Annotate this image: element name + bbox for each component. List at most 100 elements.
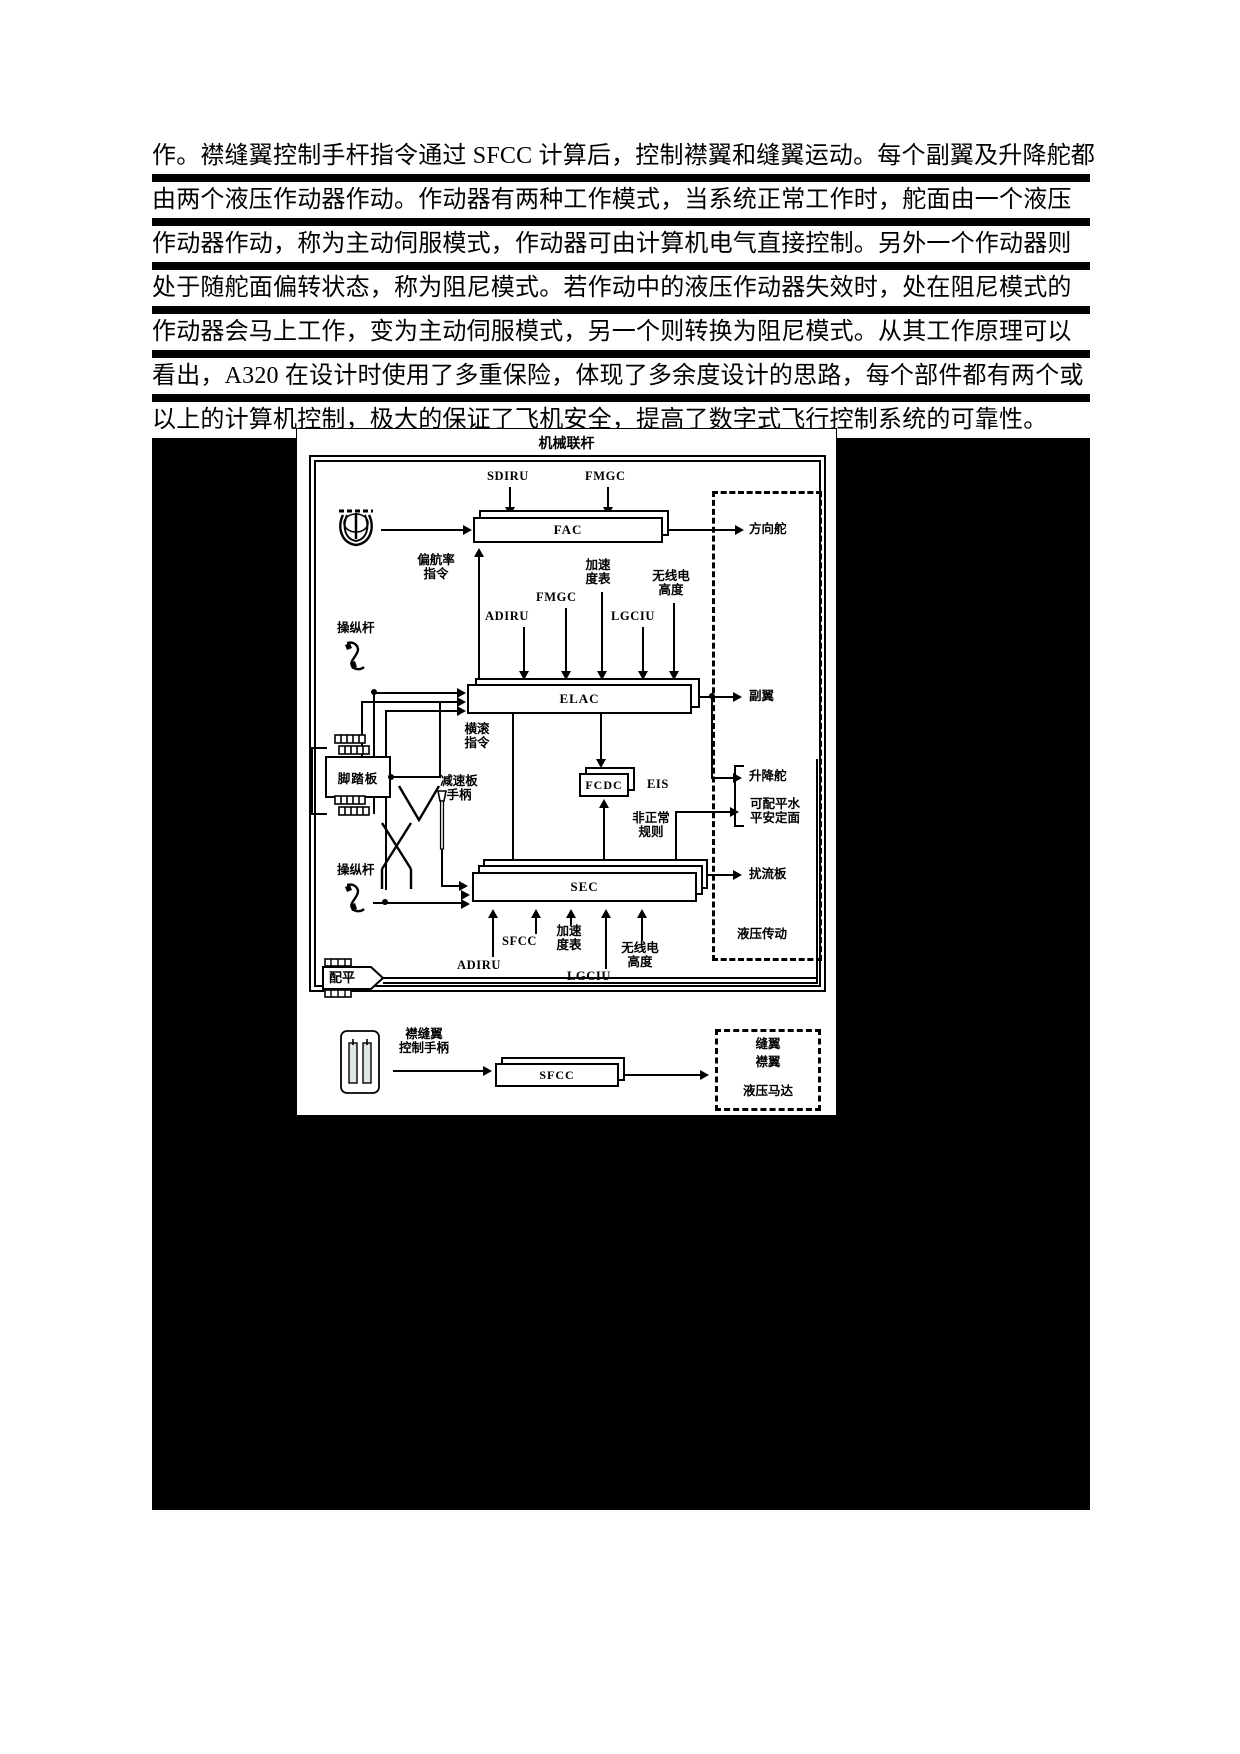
wire-lgciu-elac (642, 627, 644, 673)
label-lgciu-sec: LGCIU (567, 969, 611, 983)
arrow-head-accel-sec (566, 909, 576, 918)
arrow-head-fcdc-in (596, 759, 606, 768)
pedal-icon-top (334, 734, 370, 755)
wire-fac-to-rudder (669, 529, 739, 531)
slat-flap-dashed-box (715, 1029, 821, 1111)
text-line: 由两个液压作动器作动。作动器有两种工作模式，当系统正常工作时，舵面由一个液压 (152, 182, 1090, 218)
label-sfcc-sec: SFCC (502, 934, 538, 948)
rudder-pedals-box[interactable]: 脚踏板 (325, 756, 391, 798)
arrow-head-sec-in3 (461, 899, 470, 909)
elevator-ths-bracket (734, 765, 744, 827)
arrow-head-fmgc-elac (561, 671, 571, 680)
label-accelerometer-elac: 加速 度表 (585, 557, 611, 586)
mechanical-linkage-frame-outer (309, 455, 826, 992)
label-hydraulic-motor: 液压马达 (742, 1083, 793, 1098)
label-sdiru-fac: SDIRU (487, 469, 529, 483)
wire-speedbrake-h (441, 885, 463, 887)
fcdc-box[interactable]: FCDC (579, 773, 629, 797)
arrow-head-elac-in2 (457, 697, 466, 707)
text-line: 看出，A320 在设计时使用了多重保险，体现了多余度设计的思路，每个部件都有两个… (152, 358, 1090, 394)
label-flap-slat-control-lever: 襟缝翼 控制手柄 (398, 1026, 449, 1055)
label-lgciu-elac: LGCIU (611, 609, 655, 623)
black-field-bottom (152, 1116, 1090, 1510)
junction-stick1 (371, 689, 377, 695)
label-roll-command: 横滚 指令 (464, 721, 490, 750)
label-flap: 襟翼 (755, 1054, 781, 1069)
arrow-line-fmgc-fac (607, 487, 609, 509)
wire-radioalt-elac (673, 603, 675, 673)
label-fmgc-fac: FMGC (585, 469, 626, 483)
crossover-link-icon (380, 822, 413, 889)
arrow-head-yawrate (474, 548, 484, 557)
wire-elac-in2 (361, 701, 459, 703)
elac-box[interactable]: ELAC (467, 684, 692, 714)
text-line: 作。襟缝翼控制手杆指令通过 SFCC 计算后，控制襟翼和缝翼运动。每个副翼及升降… (152, 138, 1095, 174)
text-band (152, 306, 1090, 314)
text-band (152, 262, 1090, 270)
wire-pedals-out (391, 776, 441, 778)
arrow-head-stick1-elac (457, 688, 466, 698)
wire-sec-to-fcdc (603, 807, 605, 872)
arrow-head-lever-to-sfcc (483, 1066, 492, 1076)
wire-trim-riser (816, 759, 818, 982)
wire-pedals-up (439, 701, 441, 777)
hydraulic-drive-dashed-box (712, 491, 822, 961)
wire-stick1-drop (373, 692, 375, 814)
wire-stick1-to-elac (373, 692, 459, 694)
label-aileron: 副翼 (749, 688, 775, 703)
arrow-head-spoiler (733, 870, 742, 880)
wire-wheel-to-fac (381, 529, 465, 531)
text-line: 作动器作动，称为主动伺服模式，作动器可由计算机电气直接控制。另外一个作动器则 (152, 226, 1090, 262)
wire-sfcc-sec (535, 917, 537, 934)
label-elevator: 升降舵 (749, 768, 787, 783)
wire-radioalt-sec (641, 917, 643, 941)
arrow-head-accel-elac (597, 671, 607, 680)
label-trimmable-horizontal-stabilizer: 可配平水 平安定面 (749, 796, 800, 825)
label-trim: 配平 (329, 971, 356, 986)
sidestick-icon-upper (345, 641, 365, 671)
arrow-head-fcdc-from-sec (599, 799, 609, 808)
label-fmgc-elac: FMGC (536, 590, 577, 604)
arrow-head-radioalt-elac (669, 671, 679, 680)
text-line: 处于随舵面偏转状态，称为阻尼模式。若作动中的液压作动器失效时，处在阻尼模式的 (152, 270, 1090, 306)
wire-accel-sec (570, 917, 572, 925)
sidestick-icon-lower (345, 883, 365, 913)
arrow-head-sec-in2 (461, 890, 470, 900)
wire-elac-in3 (385, 710, 459, 712)
sec-box[interactable]: SEC (472, 872, 697, 902)
wire-lgciu-sec (605, 917, 607, 969)
junction-stick2 (382, 899, 388, 905)
arrow-head-elevator (733, 773, 742, 783)
text-band (152, 218, 1090, 226)
label-spoiler: 扰流板 (749, 866, 787, 881)
wire-stick2-to-sec (373, 902, 463, 904)
wire-trim-line-2 (383, 982, 818, 984)
wire-adiru-sec (492, 917, 494, 957)
diagram-title: 机械联杆 (538, 436, 595, 452)
wire-elac-to-fcdc (600, 714, 602, 761)
label-hydraulic-drive: 液压传动 (737, 926, 788, 941)
wire-yawrate-vertical (478, 557, 480, 682)
arrow-head-sfcc-sec (531, 909, 541, 918)
sfcc-box[interactable]: SFCC (495, 1063, 619, 1087)
arrow-head-wheel-to-fac (463, 525, 472, 535)
wire-elac-in2-drop (361, 701, 363, 789)
label-adiru-elac: ADIRU (485, 609, 529, 623)
label-accelerometer-sec: 加速 度表 (556, 923, 582, 952)
arrow-head-adiru-elac (519, 671, 529, 680)
flap-lever-icon (340, 1030, 380, 1094)
arrow-head-slatflap (700, 1070, 709, 1080)
arrow-head-lgciu-elac (638, 671, 648, 680)
wire-fmgc-elac (565, 608, 567, 673)
merge-v-icon (397, 785, 441, 823)
control-wheel-icon (339, 509, 373, 547)
label-radio-altitude-elac: 无线电 高度 (652, 568, 690, 597)
wire-elac-to-aileron (700, 696, 736, 698)
fac-box[interactable]: FAC (473, 517, 663, 543)
wire-elac-in3-drop (385, 710, 387, 890)
label-adiru-sec: ADIRU (457, 958, 501, 972)
text-line: 作动器会马上工作，变为主动伺服模式，另一个则转换为阻尼模式。从其工作原理可以 (152, 314, 1090, 350)
trim-wheel-icon (322, 958, 385, 998)
text-band (152, 394, 1090, 402)
arrow-head-rudder (735, 525, 744, 535)
